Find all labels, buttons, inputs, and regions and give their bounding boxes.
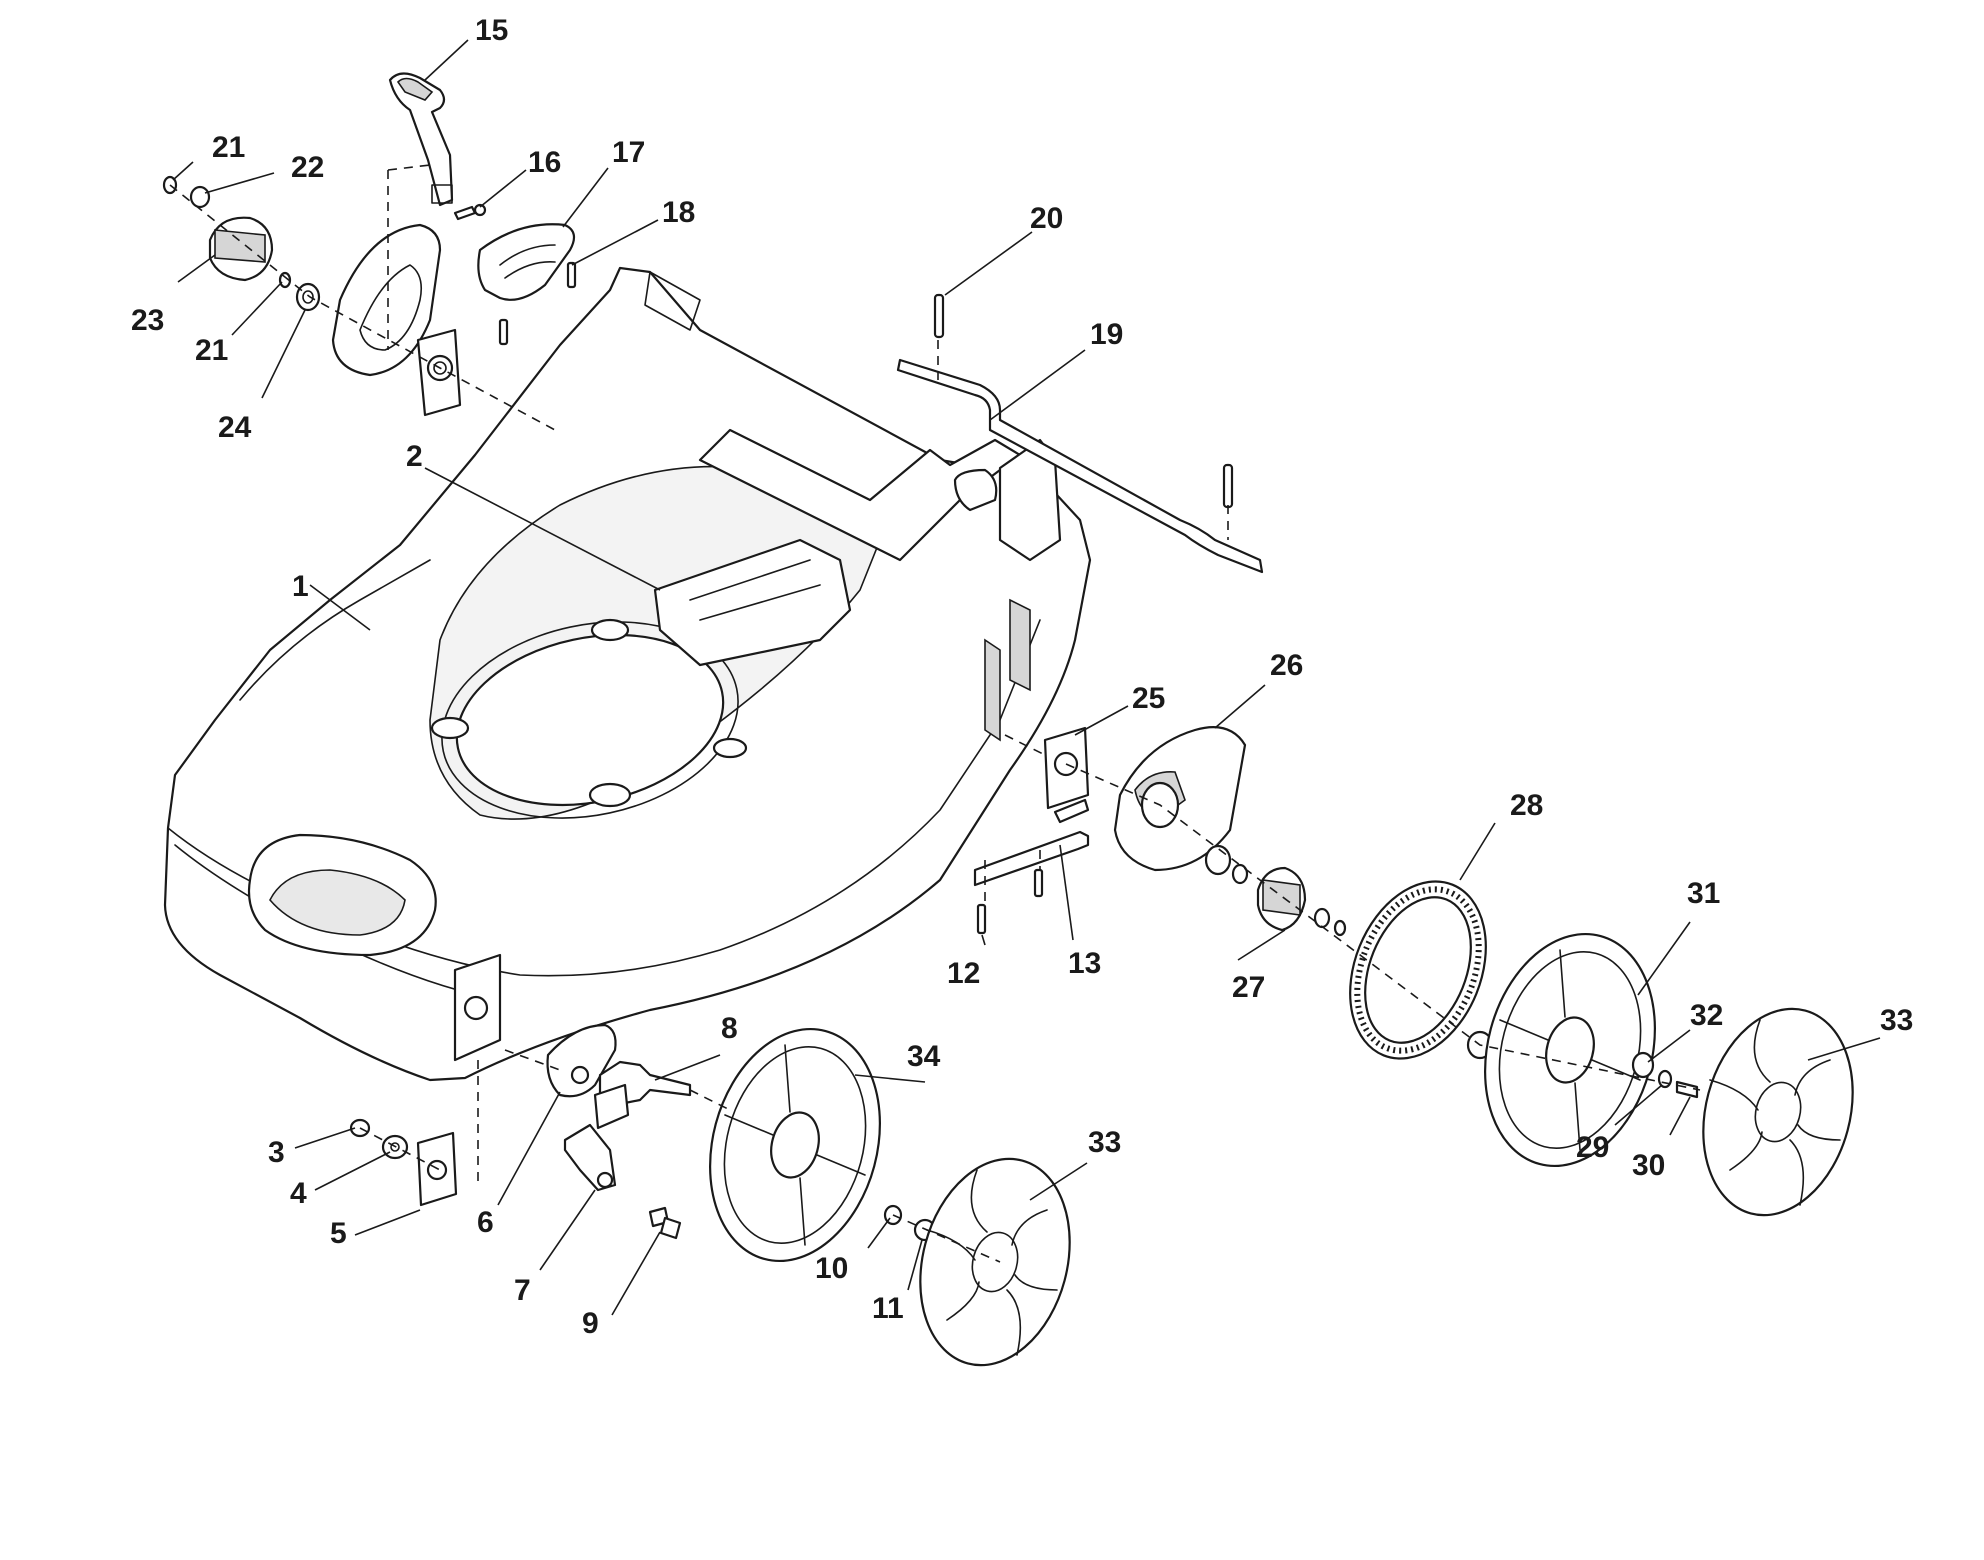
front-wheel bbox=[709, 1027, 881, 1263]
callout-23: 23 bbox=[131, 304, 164, 337]
callout-21-top: 21 bbox=[212, 131, 245, 164]
bush-24 bbox=[295, 282, 321, 312]
gear-housing bbox=[1113, 726, 1247, 872]
screw-12 bbox=[976, 903, 987, 935]
callout-26: 26 bbox=[1270, 649, 1303, 682]
callout-8: 8 bbox=[721, 1012, 738, 1045]
lever-bolt bbox=[453, 203, 487, 221]
ring-gear bbox=[1349, 880, 1487, 1060]
callout-31: 31 bbox=[1687, 877, 1720, 910]
hubcap-front bbox=[919, 1157, 1071, 1367]
circlip-b bbox=[278, 271, 292, 289]
washer-22 bbox=[189, 185, 211, 209]
callout-27: 27 bbox=[1232, 971, 1265, 1004]
callout-33-right: 33 bbox=[1880, 1004, 1913, 1037]
washer-29 bbox=[1657, 1069, 1673, 1089]
drive-pinion-right bbox=[1256, 866, 1307, 932]
callout-20: 20 bbox=[1030, 202, 1063, 235]
callout-32: 32 bbox=[1690, 999, 1723, 1032]
callout-24: 24 bbox=[218, 411, 252, 444]
stub-axle bbox=[593, 1060, 692, 1130]
roll-pin-upper bbox=[933, 293, 945, 339]
pivot-segment bbox=[546, 1023, 617, 1098]
callout-22: 22 bbox=[291, 151, 324, 184]
rear-wheel bbox=[1484, 932, 1656, 1168]
callout-10: 10 bbox=[815, 1252, 848, 1285]
hubcap-right bbox=[1702, 1007, 1854, 1217]
latch-segment bbox=[477, 223, 576, 301]
callout-1: 1 bbox=[292, 570, 309, 603]
assembly-lines bbox=[169, 164, 1701, 1263]
cover-plate bbox=[653, 538, 852, 667]
callout-19: 19 bbox=[1090, 318, 1123, 351]
callout-12: 12 bbox=[947, 957, 980, 990]
callout-6: 6 bbox=[477, 1206, 494, 1239]
roll-pin-lower bbox=[1222, 463, 1234, 509]
callout-5: 5 bbox=[330, 1217, 347, 1250]
rear-axle-rod bbox=[896, 358, 1264, 574]
drive-pinion-left bbox=[208, 216, 274, 282]
height-adjust-lever bbox=[388, 72, 454, 207]
callout-25: 25 bbox=[1132, 682, 1165, 715]
callout-34: 34 bbox=[907, 1040, 941, 1073]
callout-4: 4 bbox=[290, 1177, 307, 1210]
circlip-right bbox=[1313, 907, 1347, 937]
axle-clamp bbox=[563, 1123, 617, 1192]
callout-9: 9 bbox=[582, 1307, 599, 1340]
latch-screw bbox=[498, 261, 577, 346]
bush-32 bbox=[1631, 1051, 1655, 1079]
height-bar bbox=[973, 798, 1090, 887]
callout-30: 30 bbox=[1632, 1149, 1665, 1182]
screw-13 bbox=[1033, 868, 1044, 898]
callout-15: 15 bbox=[475, 14, 508, 47]
callout-28: 28 bbox=[1510, 789, 1543, 822]
leader-lines bbox=[172, 39, 1881, 1316]
callout-29: 29 bbox=[1576, 1131, 1609, 1164]
callout-13: 13 bbox=[1068, 947, 1101, 980]
bolt-9 bbox=[648, 1206, 682, 1240]
callout-11: 11 bbox=[872, 1292, 904, 1325]
gear-bush bbox=[1204, 844, 1249, 885]
callout-3: 3 bbox=[268, 1136, 285, 1169]
callout-33-front: 33 bbox=[1088, 1126, 1121, 1159]
wheel-bracket-plate bbox=[1043, 726, 1090, 810]
left-wheel-hub-carrier bbox=[331, 223, 462, 417]
callout-16: 16 bbox=[528, 146, 561, 179]
callout-18: 18 bbox=[662, 196, 695, 229]
callout-labels: 1 2 3 4 5 6 7 8 9 10 11 12 13 15 16 17 1… bbox=[131, 14, 1913, 1340]
callout-2: 2 bbox=[406, 440, 423, 473]
callout-17: 17 bbox=[612, 136, 645, 169]
callout-21-bottom: 21 bbox=[195, 334, 228, 367]
callout-7: 7 bbox=[514, 1274, 531, 1307]
